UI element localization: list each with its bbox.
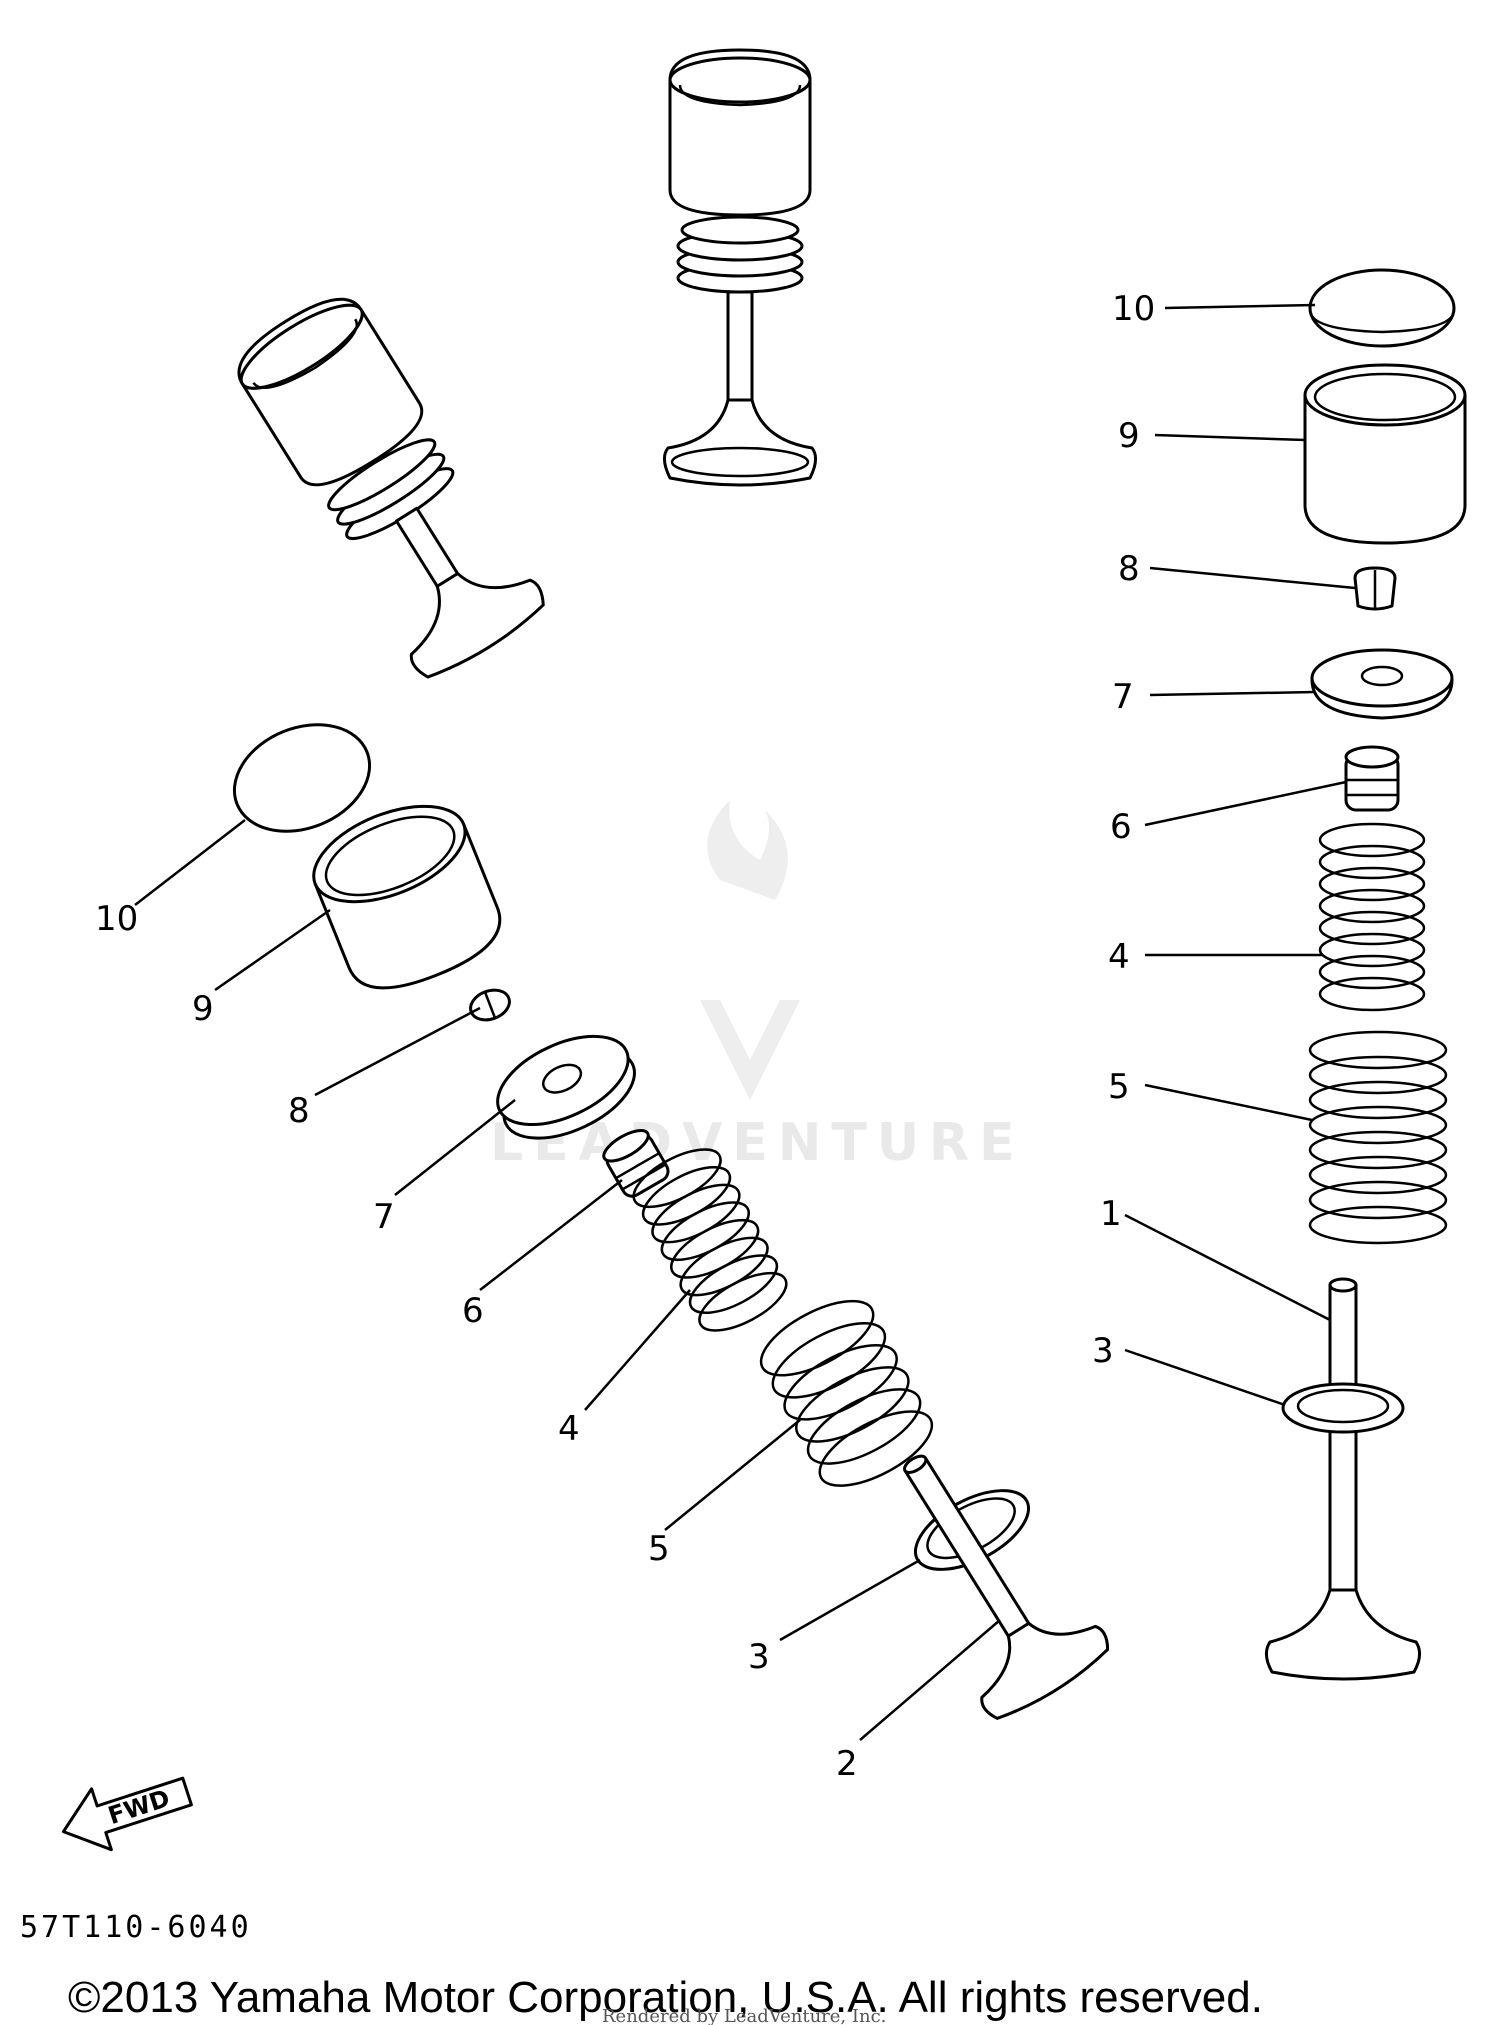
callout-6-right: 6 <box>1110 807 1132 847</box>
inner-spring-left <box>632 1148 788 1332</box>
callouts-right: 10 9 8 7 6 4 5 1 3 <box>1092 289 1155 1371</box>
callout-6-left: 6 <box>462 1291 484 1331</box>
callouts-left: 10 9 8 7 6 4 5 3 2 <box>95 899 858 1784</box>
spring-seat-right <box>1281 1382 1405 1434</box>
valve-shim-right <box>1308 268 1456 348</box>
stem-seal-right <box>1344 745 1400 812</box>
exhaust-valve-left <box>903 1454 1110 1720</box>
outer-spring-right <box>1308 1030 1448 1245</box>
valve-lifter-right <box>1303 363 1467 545</box>
callout-3-right: 3 <box>1092 1331 1114 1371</box>
fwd-arrow-icon: FWD <box>61 1776 193 1852</box>
callout-3-left: 3 <box>748 1637 770 1677</box>
valve-shim-left <box>232 723 372 833</box>
valve-cotter-right <box>1353 566 1397 611</box>
assembled-valve-top-center <box>663 48 817 487</box>
spring-retainer-right <box>1310 648 1454 720</box>
callout-7-left: 7 <box>373 1197 395 1237</box>
callout-9-right: 9 <box>1118 416 1140 456</box>
callout-8-right: 8 <box>1118 549 1140 589</box>
rendered-by-note: Rendered by LeadVenture, Inc. <box>602 2006 886 2025</box>
inner-spring-right <box>1318 822 1426 1012</box>
callout-7-right: 7 <box>1112 677 1134 717</box>
callout-4-left: 4 <box>558 1409 580 1449</box>
right-exploded-stack <box>1265 268 1467 1681</box>
assembled-valve-top-left <box>237 297 545 679</box>
callout-5-left: 5 <box>648 1529 670 1569</box>
intake-valve-right <box>1265 1277 1421 1681</box>
callout-2-left: 2 <box>836 1744 858 1784</box>
callout-10-left: 10 <box>95 899 138 939</box>
callout-4-right: 4 <box>1108 937 1130 977</box>
left-exploded-assembly <box>232 723 1110 1720</box>
callout-1-right: 1 <box>1100 1194 1122 1234</box>
spring-retainer-left <box>496 1034 636 1140</box>
callout-10-right: 10 <box>1112 289 1155 329</box>
valve-cotter-left <box>469 988 511 1022</box>
callout-5-right: 5 <box>1108 1067 1130 1107</box>
valve-lifter-left <box>312 804 502 990</box>
part-code: 57T110-6040 <box>20 1910 252 1945</box>
leader-lines <box>134 303 1356 1741</box>
copyright-notice: ©2013 Yamaha Motor Corporation, U.S.A. A… <box>68 1973 1263 2022</box>
callout-9-left: 9 <box>192 989 214 1029</box>
callout-8-left: 8 <box>288 1091 310 1131</box>
outer-spring-left <box>759 1299 934 1487</box>
